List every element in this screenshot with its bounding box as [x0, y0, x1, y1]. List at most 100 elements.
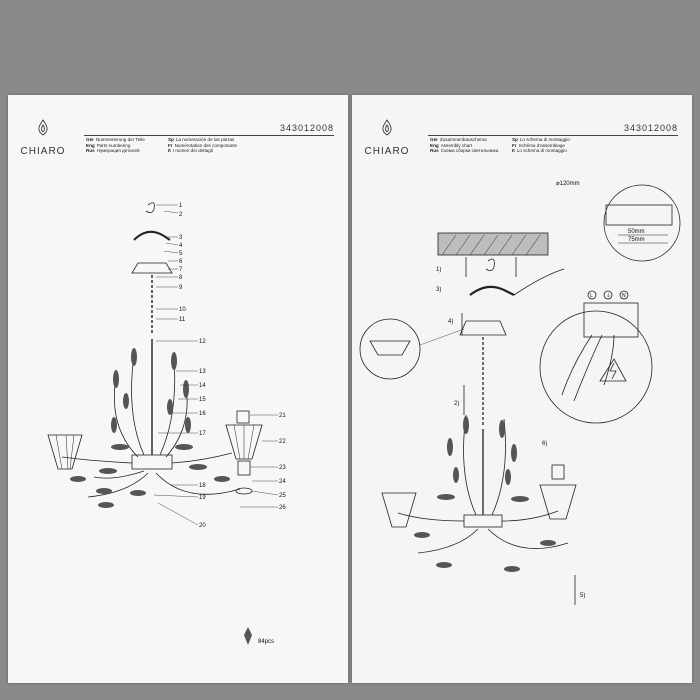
- crystal-drop-icon: [244, 627, 252, 645]
- neutral-terminal-icon: [619, 290, 629, 300]
- part-number: 1: [179, 203, 183, 209]
- step-label: 6): [542, 441, 547, 447]
- header-text: Nummerierung der Teile: [95, 137, 145, 142]
- step-label: 4): [448, 319, 453, 325]
- lang-code: Sp: [168, 137, 174, 142]
- brand-name: CHIARO: [20, 146, 66, 157]
- central-body: [463, 514, 503, 528]
- dimension-detail-circle: [603, 184, 681, 262]
- canopy: [459, 320, 507, 336]
- part-number: 20: [199, 523, 206, 529]
- header-divider: [428, 135, 678, 136]
- model-number: 343012008: [623, 123, 678, 133]
- crystal-count: 84pcs: [258, 639, 274, 645]
- leader-lines: [153, 204, 279, 526]
- arm-back-left: [93, 470, 145, 479]
- arm-front-left: [87, 472, 149, 498]
- assembly-drawing: ⌀120mm 50mm 75mm 1) 2) 3) 4) 5) 6) L ⏚ N: [359, 181, 681, 605]
- stem: [131, 354, 145, 456]
- header-text: Schéma d'assemblage: [518, 142, 565, 148]
- header-text: Numérotation des composants: [174, 142, 237, 148]
- dimension-75: 75mm: [628, 237, 645, 243]
- crystal-drops: [414, 416, 556, 572]
- header-divider: [84, 135, 334, 136]
- part-number: 25: [279, 493, 286, 499]
- lang-code: Fr: [512, 142, 517, 148]
- lang-code: Rus: [86, 148, 95, 154]
- part-number: 17: [199, 431, 206, 437]
- terminal-block: [583, 302, 639, 338]
- drop-logo-icon: [382, 119, 392, 136]
- drip-pan: [235, 487, 253, 495]
- part-number: 5: [179, 251, 183, 257]
- part-number: 9: [179, 285, 183, 291]
- lang-code: It: [512, 148, 515, 154]
- part-number: 15: [199, 397, 206, 403]
- arm-front-right: [155, 472, 241, 495]
- header-text: Assembly chart: [440, 142, 473, 148]
- header-text: La numeración de las piezas: [175, 137, 235, 142]
- step-label: 1): [436, 267, 441, 273]
- part-number: 26: [279, 505, 286, 511]
- terminal-label: ⏚: [606, 292, 611, 299]
- canopy-detail-circle: [359, 318, 421, 380]
- part-number: 19: [199, 495, 206, 501]
- live-terminal-icon: [587, 290, 597, 300]
- part-number: 18: [199, 483, 206, 489]
- lang-code: It: [168, 148, 171, 154]
- arm-left: [61, 456, 133, 464]
- header-text: Lo schema di montaggio: [516, 148, 567, 154]
- candle-cup: [237, 460, 251, 476]
- terminal-label: N: [622, 293, 626, 299]
- part-number: 4: [179, 243, 183, 249]
- mounting-bracket: [133, 230, 171, 241]
- part-number: 14: [199, 383, 206, 389]
- part-number: 3: [179, 235, 183, 241]
- earth-terminal-icon: [603, 290, 613, 300]
- bulb-socket: [236, 410, 250, 424]
- model-number: 343012008: [279, 123, 334, 133]
- mounting-bracket: [469, 285, 515, 296]
- part-number: 13: [199, 369, 206, 375]
- header-text: Parts numbering: [96, 142, 131, 148]
- brand-name: CHIARO: [364, 146, 410, 157]
- hook-part: [145, 202, 155, 213]
- terminal-label: L: [590, 293, 593, 299]
- drop-logo-icon: [38, 119, 48, 136]
- central-body: [131, 454, 173, 470]
- glass-shade-left: [47, 434, 83, 470]
- lang-code: Eng: [86, 142, 95, 148]
- canopy: [131, 262, 173, 274]
- wires: [561, 334, 615, 402]
- part-number: 23: [279, 465, 286, 471]
- glass-shade-right: [539, 484, 577, 520]
- bulb-socket: [551, 464, 565, 480]
- arm-right: [171, 452, 233, 464]
- exploded-chandelier-drawing: 1 2 3 4 5 6 7 8 9 10 11 12 13 14 15 16 1…: [47, 202, 286, 645]
- step-label: 2): [454, 401, 459, 407]
- part-number: 11: [179, 317, 186, 323]
- part-number: 22: [279, 439, 286, 445]
- part-number: 8: [179, 275, 183, 281]
- part-number: 2: [179, 212, 183, 218]
- warning-triangle-icon: [599, 358, 627, 382]
- part-number: 6: [179, 259, 183, 265]
- glass-shade-right: [225, 424, 263, 460]
- lang-code: Rus: [430, 148, 439, 154]
- step-label: 5): [580, 593, 585, 599]
- header-text: I numeri dei dettagli: [172, 148, 213, 154]
- power-cable: [513, 268, 565, 296]
- glass-shade-left: [381, 492, 417, 528]
- dimension-50: 50mm: [628, 229, 645, 235]
- part-number: 10: [179, 307, 186, 313]
- crystal-drops: [70, 348, 230, 508]
- ceiling: [437, 232, 549, 256]
- lang-code: Sp: [512, 137, 518, 142]
- header-text: Zusammenbauschema: [439, 137, 487, 142]
- header-text: Нумерация деталей: [96, 148, 140, 154]
- lang-code: Fr: [168, 142, 173, 148]
- brand-logo: CHIARO: [18, 117, 68, 157]
